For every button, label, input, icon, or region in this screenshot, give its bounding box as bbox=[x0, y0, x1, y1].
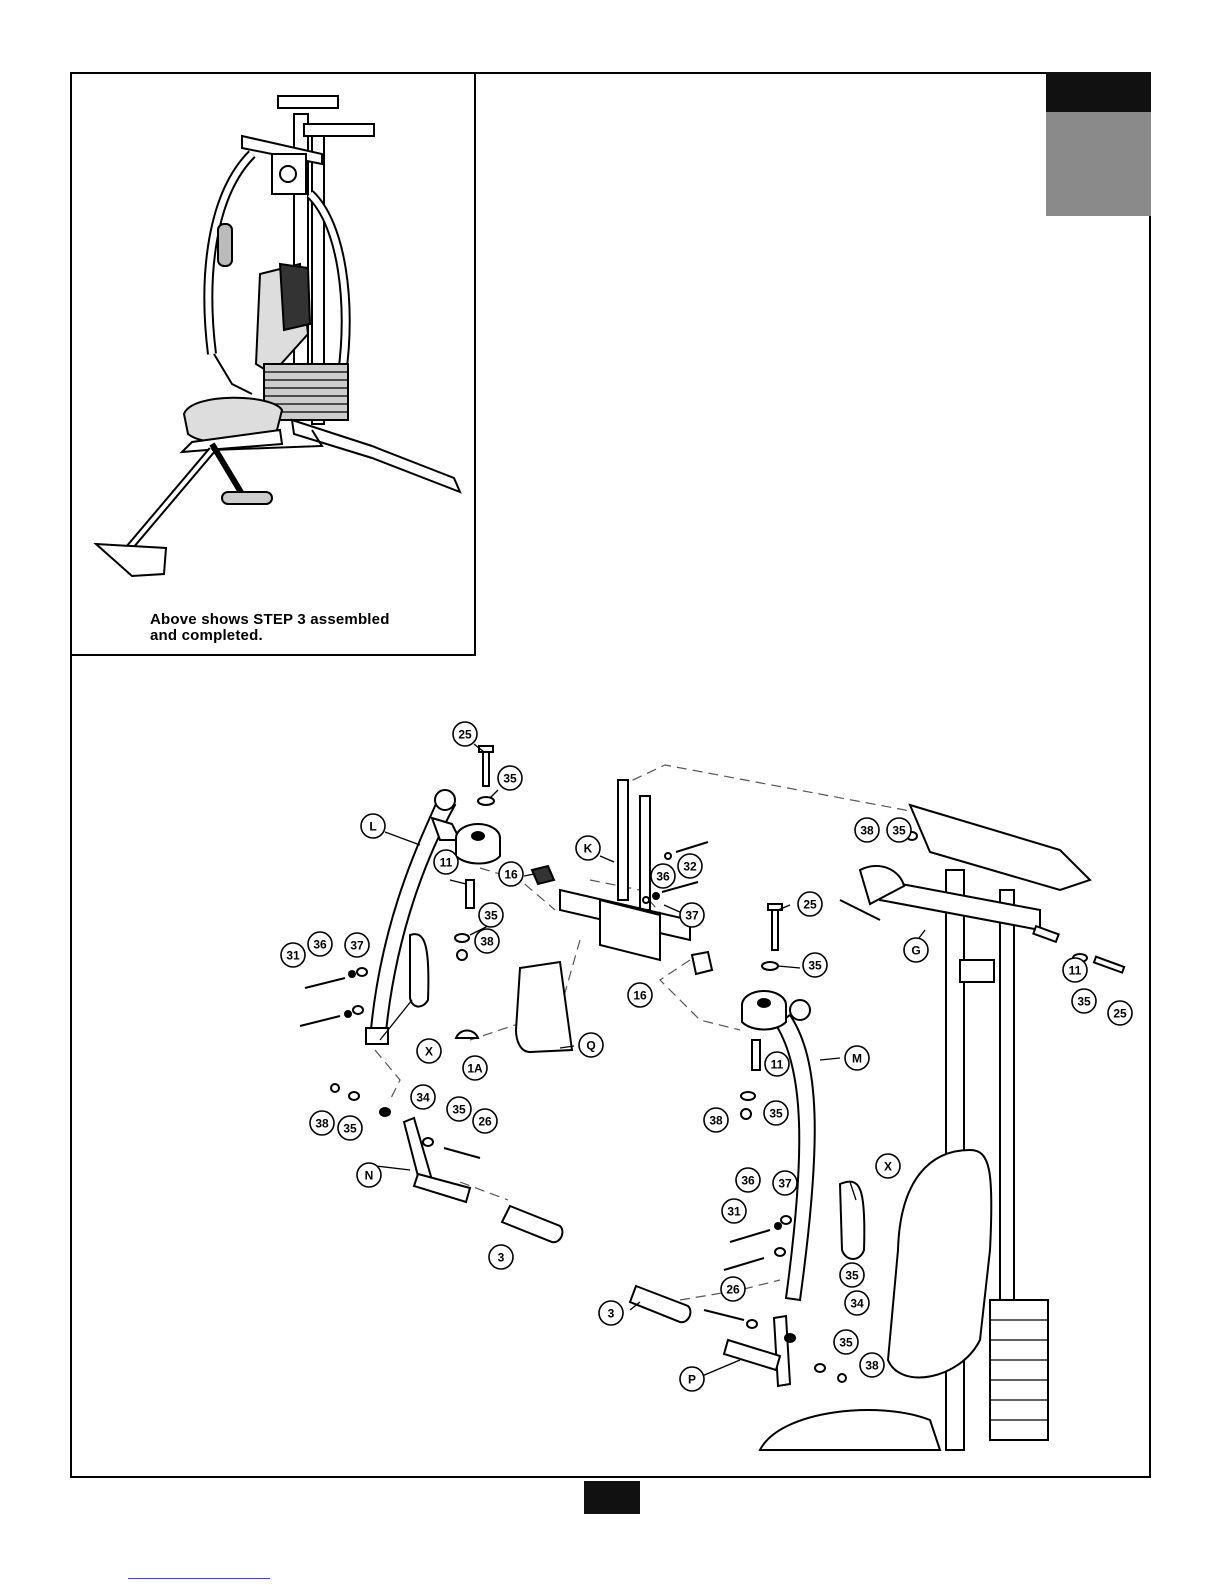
inset-caption: Above shows STEP 3 assembled and complet… bbox=[150, 612, 450, 644]
page-number-block bbox=[584, 1481, 640, 1514]
inset-caption-line2: and completed. bbox=[150, 628, 450, 644]
assembled-machine-drawing bbox=[72, 74, 474, 614]
footer-link-underline bbox=[128, 1578, 270, 1579]
section-tab-gray bbox=[1046, 112, 1151, 216]
section-tab-dark bbox=[1046, 72, 1151, 112]
assembled-inset bbox=[70, 72, 476, 656]
inset-caption-line1: Above shows STEP 3 assembled bbox=[150, 612, 450, 628]
